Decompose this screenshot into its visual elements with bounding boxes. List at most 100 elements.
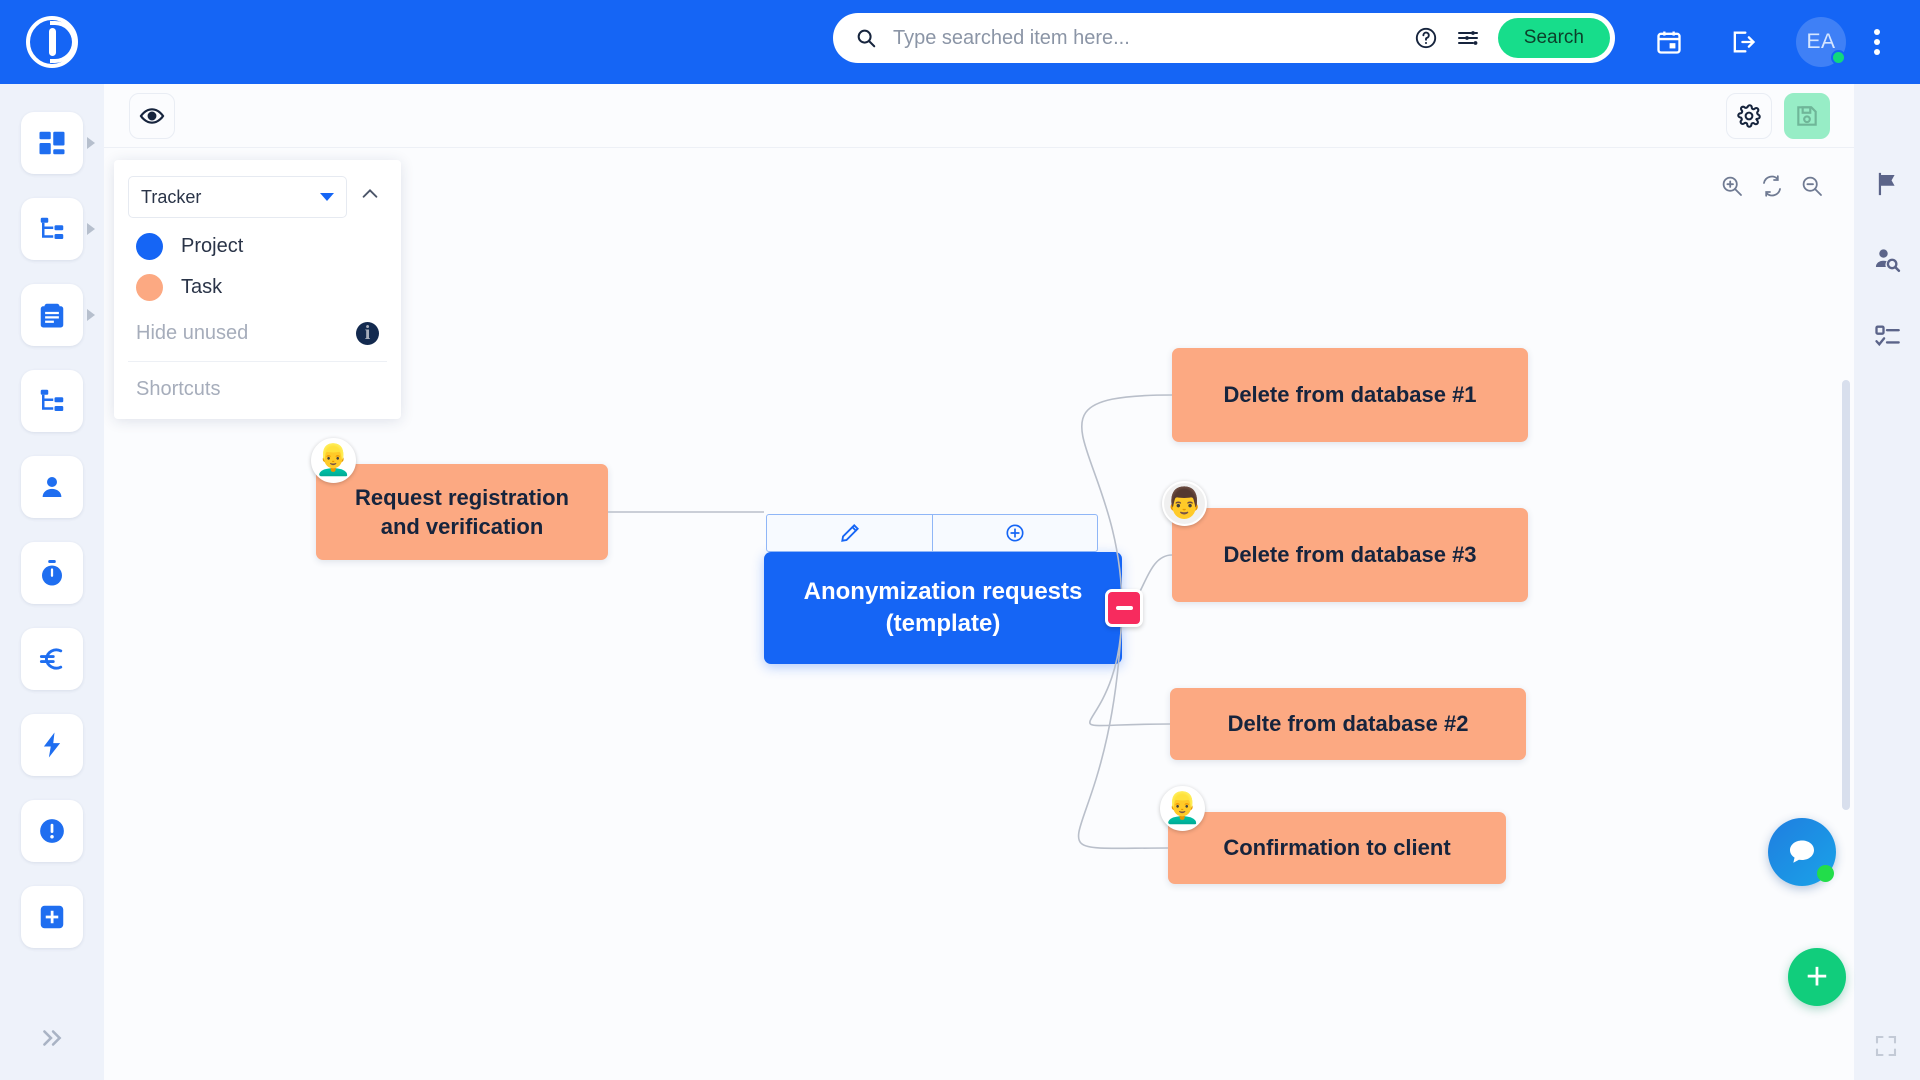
node-task-delete-database-2[interactable]: Delte from database #2 — [1170, 688, 1526, 760]
legend-entry-task[interactable]: Task — [114, 267, 401, 308]
minus-icon — [1115, 606, 1133, 610]
hierarchy-icon — [40, 217, 64, 239]
vertical-scrollbar[interactable] — [1842, 380, 1850, 810]
legend-entry-label: Task — [181, 276, 223, 298]
info-icon[interactable]: i — [356, 322, 379, 345]
sidebar-item-finance[interactable] — [21, 628, 83, 690]
save-floppy-icon — [1797, 106, 1817, 126]
avatar-emoji: 👱‍♂️ — [314, 444, 353, 477]
avatar-initials: EA — [1806, 30, 1836, 53]
mindmap-canvas[interactable]: Request registration and verification 👱‍… — [104, 148, 1854, 1080]
node-task-delete-database-3[interactable]: Delete from database #3 — [1172, 508, 1528, 602]
hide-unused-row[interactable]: Hide unused i — [114, 308, 401, 359]
settings-button[interactable] — [1726, 93, 1772, 139]
global-search-bar: Search — [833, 13, 1615, 63]
zoom-reset-icon[interactable] — [1760, 174, 1784, 198]
shortcuts-link[interactable]: Shortcuts — [136, 378, 221, 400]
legend-color-swatch — [136, 233, 163, 260]
search-button[interactable]: Search — [1497, 18, 1610, 58]
node-assignee-avatar[interactable]: 👨 — [1162, 481, 1207, 526]
eye-icon — [139, 108, 165, 124]
chevron-right-icon — [87, 309, 95, 321]
tracker-select[interactable]: Tracker — [128, 176, 347, 218]
zoom-controls — [1720, 174, 1824, 198]
chevron-right-icon — [87, 223, 95, 235]
logout-icon[interactable] — [1729, 28, 1757, 56]
rail-item-checklist[interactable] — [1873, 322, 1901, 350]
header-actions: EA — [1632, 0, 1920, 84]
chat-bubble-icon — [1790, 840, 1814, 863]
fullscreen-button[interactable] — [1874, 1034, 1898, 1058]
app-logo[interactable] — [0, 0, 104, 84]
sidebar-item-dashboard[interactable] — [21, 112, 95, 174]
plus-circle-icon — [1006, 524, 1024, 542]
lightning-bolt-icon — [43, 732, 61, 758]
sidebar-collapse-toggle[interactable] — [21, 1025, 83, 1058]
legend-entry-label: Project — [181, 235, 244, 257]
legend-entry-project[interactable]: Project — [114, 226, 401, 267]
sidebar-item-add[interactable] — [21, 886, 83, 948]
avatar-status-dot — [1831, 50, 1846, 65]
preview-toggle-button[interactable] — [129, 93, 175, 139]
chat-status-dot — [1817, 865, 1834, 882]
top-header-bar: Search EA — [0, 0, 1920, 84]
save-button[interactable] — [1784, 93, 1830, 139]
legend-header: Tracker — [114, 160, 401, 226]
filter-sliders-icon[interactable] — [1456, 26, 1480, 50]
node-assignee-avatar[interactable]: 👱‍♂️ — [311, 438, 356, 483]
node-collapse-button[interactable] — [1105, 589, 1143, 627]
node-label: Delete from database #3 — [1223, 542, 1477, 568]
hide-unused-label: Hide unused — [136, 322, 249, 344]
right-rail — [1854, 84, 1920, 1080]
sidebar-item-contacts[interactable] — [21, 456, 83, 518]
node-task-confirmation-to-client[interactable]: Confirmation to client — [1168, 812, 1506, 884]
mindmap-toolbar — [104, 84, 1854, 148]
node-assignee-avatar[interactable]: 👱‍♂️ — [1160, 786, 1205, 831]
diagram-edges — [608, 394, 1173, 850]
sidebar-item-automation[interactable] — [21, 714, 83, 776]
dashboard-grid-icon — [39, 131, 65, 155]
legend-color-swatch — [136, 274, 163, 301]
kebab-menu-icon[interactable] — [1874, 25, 1882, 59]
search-input[interactable] — [893, 26, 1414, 50]
plus-icon: + — [1805, 955, 1829, 998]
node-task-request-registration[interactable]: Request registration and verification — [316, 464, 608, 560]
plus-square-icon — [40, 905, 64, 929]
chevron-down-icon — [320, 193, 334, 201]
flag-icon — [1878, 172, 1895, 196]
sidebar-item-structure[interactable] — [21, 198, 95, 260]
legend-collapse-toggle[interactable] — [353, 183, 387, 211]
rail-item-flags[interactable] — [1873, 170, 1901, 198]
node-add-child-button[interactable] — [932, 515, 1097, 551]
zoom-out-icon[interactable] — [1800, 174, 1824, 198]
hierarchy-icon — [40, 389, 64, 411]
chat-widget-button[interactable] — [1768, 818, 1836, 886]
sidebar-item-issues[interactable] — [21, 800, 83, 862]
sidebar-item-tasks[interactable] — [21, 284, 95, 346]
node-edit-button[interactable] — [767, 515, 932, 551]
stopwatch-icon — [42, 560, 62, 586]
node-label: Request registration and verification — [355, 484, 569, 539]
help-circle-icon[interactable] — [1414, 26, 1438, 50]
checklist-icon — [1875, 325, 1900, 347]
node-project-anonymization-requests[interactable]: Anonymization requests (template) — [764, 552, 1122, 664]
calendar-icon[interactable] — [1655, 28, 1683, 56]
sidebar-item-mindmap[interactable] — [21, 370, 83, 432]
content-area: Request registration and verification 👱‍… — [104, 84, 1854, 1080]
legend-divider — [128, 361, 387, 362]
legend-panel: Tracker Project Task Hide unused — [114, 160, 401, 419]
fullscreen-icon — [1875, 1035, 1897, 1057]
node-label: Delete from database #1 — [1223, 382, 1477, 408]
node-action-toolbar — [766, 514, 1098, 552]
rail-item-find-user[interactable] — [1873, 246, 1901, 274]
pencil-icon — [840, 524, 859, 542]
avatar-emoji: 👨 — [1165, 487, 1204, 520]
add-node-fab[interactable]: + — [1788, 948, 1846, 1006]
sidebar-item-timetrack[interactable] — [21, 542, 83, 604]
alert-circle-icon — [40, 819, 64, 843]
node-task-delete-database-1[interactable]: Delete from database #1 — [1172, 348, 1528, 442]
chevron-up-icon — [362, 188, 378, 198]
user-avatar[interactable]: EA — [1796, 17, 1846, 67]
person-search-icon — [1875, 249, 1901, 273]
zoom-in-icon[interactable] — [1720, 174, 1744, 198]
